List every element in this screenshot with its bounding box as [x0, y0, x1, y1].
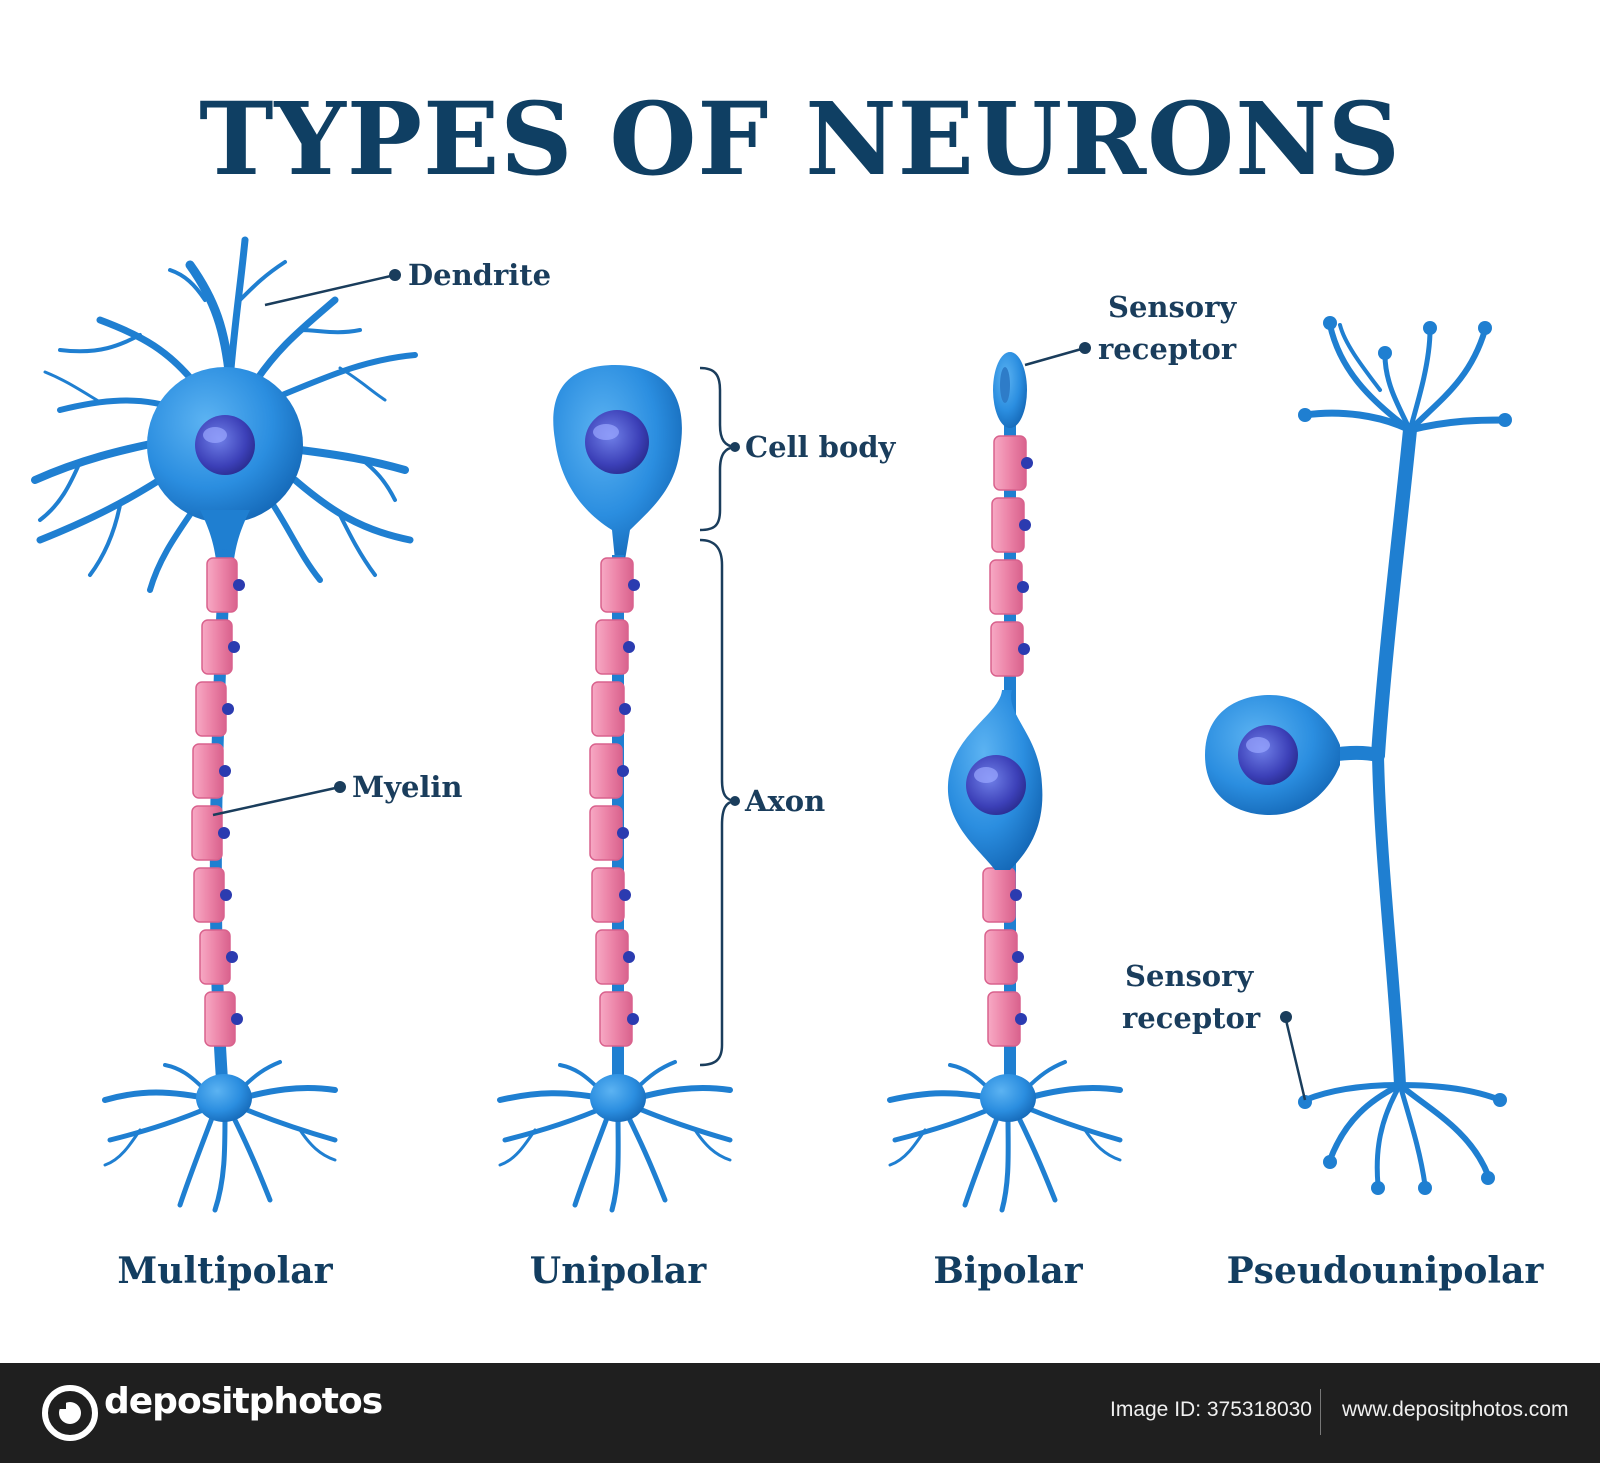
sensory-receptor-bottom-label-line2: receptor	[1122, 1001, 1261, 1035]
page-title: TYPES OF NEURONS	[199, 80, 1401, 198]
diagram-stage: TYPES OF NEURONS	[31, 80, 1544, 1292]
pseudounipolar-neuron	[1205, 316, 1512, 1195]
unipolar-neuron	[497, 365, 733, 1213]
leader-lines	[212, 273, 1307, 1101]
axon-label: Axon	[745, 784, 826, 818]
website-link[interactable]: www.depositphotos.com	[1342, 1398, 1569, 1421]
label-braces	[699, 366, 736, 1067]
sensory-receptor-top-label-line1: Sensory	[1108, 290, 1237, 324]
cell-body-label: Cell body	[745, 430, 896, 464]
sensory-receptor-top-label-line2: receptor	[1098, 332, 1237, 366]
myelin-label: Myelin	[352, 770, 463, 804]
bipolar-neuron	[887, 352, 1123, 1213]
logo-wordmark[interactable]: depositphotos	[104, 1381, 383, 1422]
type-name-bipolar: Bipolar	[933, 1250, 1083, 1292]
footer-divider	[1320, 1389, 1321, 1435]
depositphotos-logo-icon	[42, 1385, 98, 1441]
dendrite-label: Dendrite	[408, 258, 552, 292]
stock-footer-bar: depositphotos Image ID: 375318030 www.de…	[0, 1363, 1600, 1463]
type-name-pseudounipolar: Pseudounipolar	[1226, 1250, 1544, 1292]
image-id: Image ID: 375318030	[1110, 1398, 1312, 1421]
sensory-receptor-bottom-label-line1: Sensory	[1125, 959, 1254, 993]
type-name-unipolar: Unipolar	[529, 1250, 707, 1292]
multipolar-neuron	[31, 236, 418, 1213]
type-name-multipolar: Multipolar	[117, 1250, 333, 1292]
neurons-illustration	[31, 236, 1512, 1213]
